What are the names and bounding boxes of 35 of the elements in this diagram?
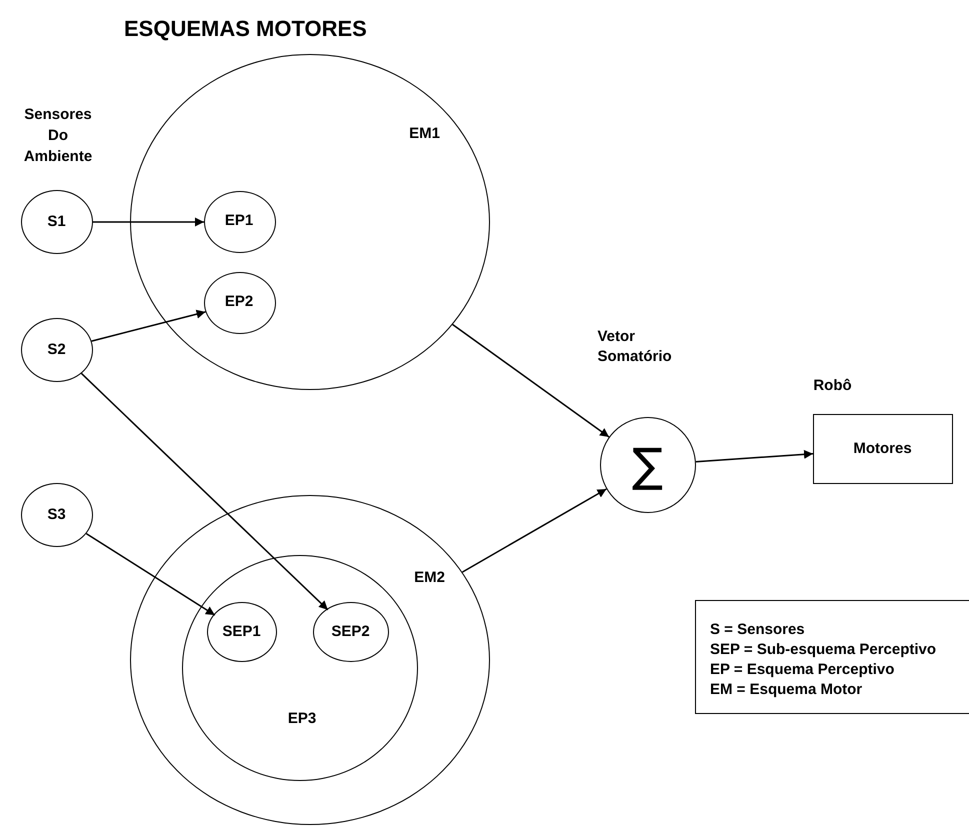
node-label: Motores <box>853 438 912 458</box>
arrow <box>462 488 607 573</box>
node-label: EP1 <box>224 210 254 231</box>
arrow <box>93 218 204 226</box>
legend-entry: EM = Esquema Motor <box>710 680 862 698</box>
node-label: SEP1 <box>222 621 261 642</box>
node-label: S3 <box>47 504 66 524</box>
node-label: SEP2 <box>331 621 370 642</box>
arrow <box>696 450 814 462</box>
node-label: Vetor Somatório <box>598 326 673 366</box>
motor-schema-circle <box>130 495 490 825</box>
arrow <box>80 372 328 610</box>
arrow <box>91 310 206 342</box>
legend-entry: EP = Esquema Perceptivo <box>710 660 894 678</box>
sensor-circle <box>21 318 93 382</box>
node-label: EM1 <box>409 123 440 144</box>
arrow <box>86 532 216 616</box>
sensor-group-label: Sensores Do Ambiente <box>22 105 94 167</box>
legend-entry: S = Sensores <box>710 620 805 638</box>
node-label: Robô <box>813 375 852 396</box>
sub-schema-circle <box>207 602 277 662</box>
node-label: EM2 <box>414 567 445 588</box>
node-label: S1 <box>47 211 66 232</box>
node-label: S2 <box>47 339 66 360</box>
sub-schema-circle <box>313 602 389 662</box>
sigma-symbol: ∑ <box>632 436 663 494</box>
node-label: EP2 <box>224 292 254 312</box>
sensor-circle <box>21 483 93 547</box>
motor-schema-circle <box>130 54 490 390</box>
arrow <box>452 324 610 438</box>
perceptual-schema-circle <box>204 272 276 334</box>
perceptual-schema-circle <box>204 190 276 252</box>
sensor-circle <box>21 190 93 254</box>
node-label: EP3 <box>288 708 316 729</box>
legend-entry: SEP = Sub-esquema Perceptivo <box>710 640 936 658</box>
